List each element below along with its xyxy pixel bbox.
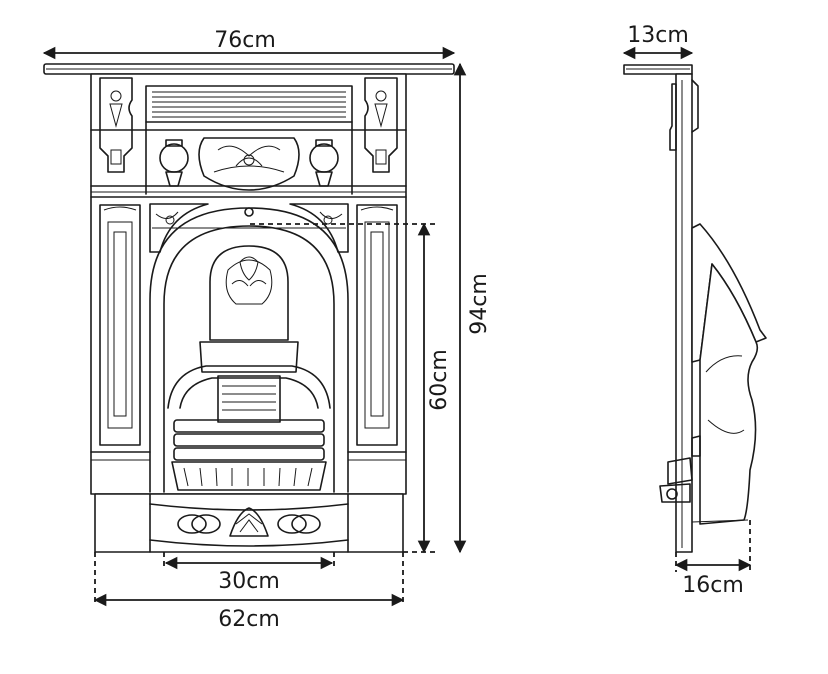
dimension-16cm: 16cm — [674, 520, 752, 598]
right-corbel — [364, 77, 398, 173]
outer-frame — [90, 73, 407, 495]
label-76cm: 76cm — [214, 28, 276, 53]
side-view — [623, 64, 767, 553]
label-13cm: 13cm — [627, 23, 689, 48]
plinth — [90, 451, 407, 553]
side-profile — [659, 73, 767, 553]
dimension-30cm: 30cm — [163, 552, 335, 594]
central-crest — [198, 137, 300, 191]
left-pilaster — [99, 204, 141, 446]
label-94cm: 94cm — [467, 273, 492, 335]
dimension-13cm: 13cm — [622, 23, 694, 60]
left-corbel — [99, 77, 133, 173]
arch-surround — [149, 207, 349, 493]
fireback — [209, 245, 289, 341]
dimension-76cm: 76cm — [42, 28, 456, 60]
label-16cm: 16cm — [682, 573, 744, 598]
label-60cm: 60cm — [427, 349, 452, 411]
front-view — [43, 63, 455, 553]
label-62cm: 62cm — [218, 607, 280, 632]
mantel-shelf — [43, 63, 455, 75]
label-30cm: 30cm — [218, 569, 280, 594]
side-shelf — [623, 64, 693, 75]
right-urn — [309, 139, 339, 187]
left-urn — [159, 139, 189, 187]
dimension-60cm: 60cm — [250, 222, 452, 554]
dimension-94cm: 94cm — [453, 62, 492, 554]
dimension-62cm: 62cm — [93, 552, 405, 632]
grate — [167, 341, 331, 491]
right-pilaster — [356, 204, 398, 446]
